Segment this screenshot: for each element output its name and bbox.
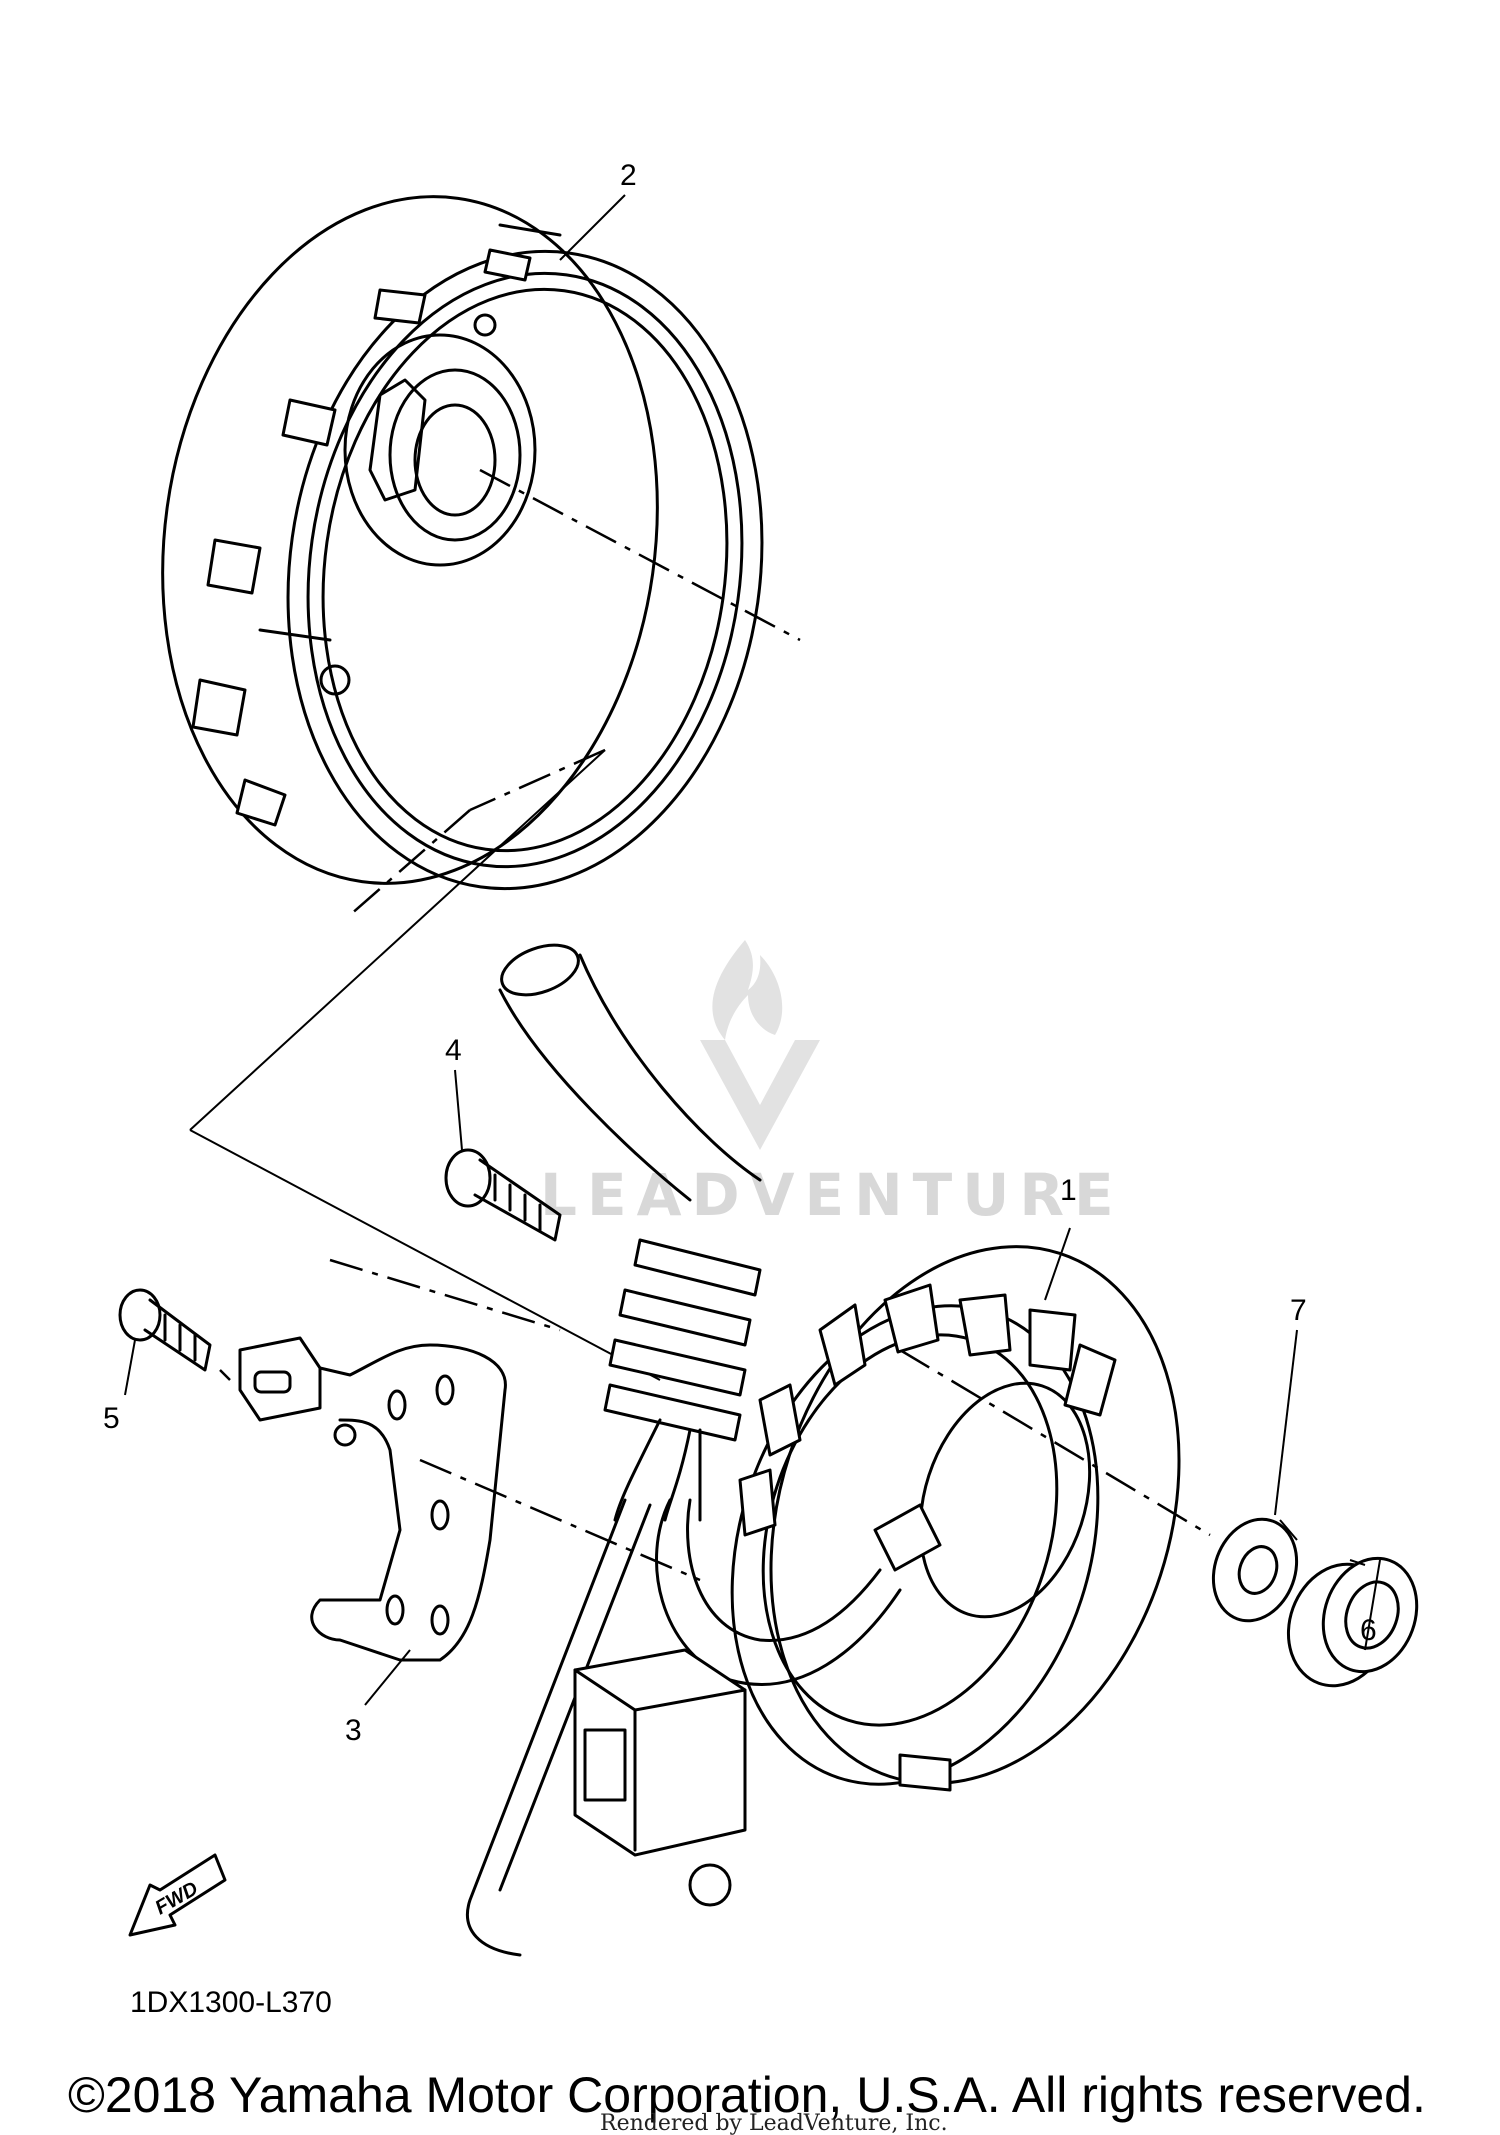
- washer-7: [1211, 1517, 1299, 1623]
- fwd-label: FWD: [152, 1878, 202, 1920]
- callout-7: 7: [1290, 1294, 1307, 1327]
- watermark-text: LEADVENTURE: [540, 1161, 1124, 1229]
- screw-5: [118, 1288, 212, 1372]
- stator-coil-assembly: [465, 943, 1181, 1957]
- flywheel-rotor: [161, 195, 764, 891]
- diagram-code: 1DX1300-L370: [130, 1986, 332, 2019]
- leader-lines: [124, 194, 1381, 1706]
- leadventure-flame-logo: [700, 940, 820, 1150]
- rendered-by-notice: Rendered by LeadVenture, Inc.: [600, 2111, 948, 2135]
- stator-bracket: [238, 1336, 507, 1662]
- assembly-guide-lines: [189, 468, 1211, 1582]
- callout-4: 4: [445, 1034, 462, 1067]
- callout-2: 2: [620, 159, 637, 192]
- leadventure-watermark: LEADVENTURE: [540, 940, 1124, 1229]
- callout-5: 5: [103, 1402, 120, 1435]
- callout-6: 6: [1360, 1614, 1377, 1647]
- callout-3: 3: [345, 1714, 362, 1747]
- bolt-4: [444, 1148, 562, 1242]
- fwd-arrow-icon: FWD: [128, 1853, 227, 1937]
- copyright-notice: ©2018 Yamaha Motor Corporation, U.S.A. A…: [68, 2067, 1426, 2123]
- callout-1: 1: [1060, 1174, 1077, 1207]
